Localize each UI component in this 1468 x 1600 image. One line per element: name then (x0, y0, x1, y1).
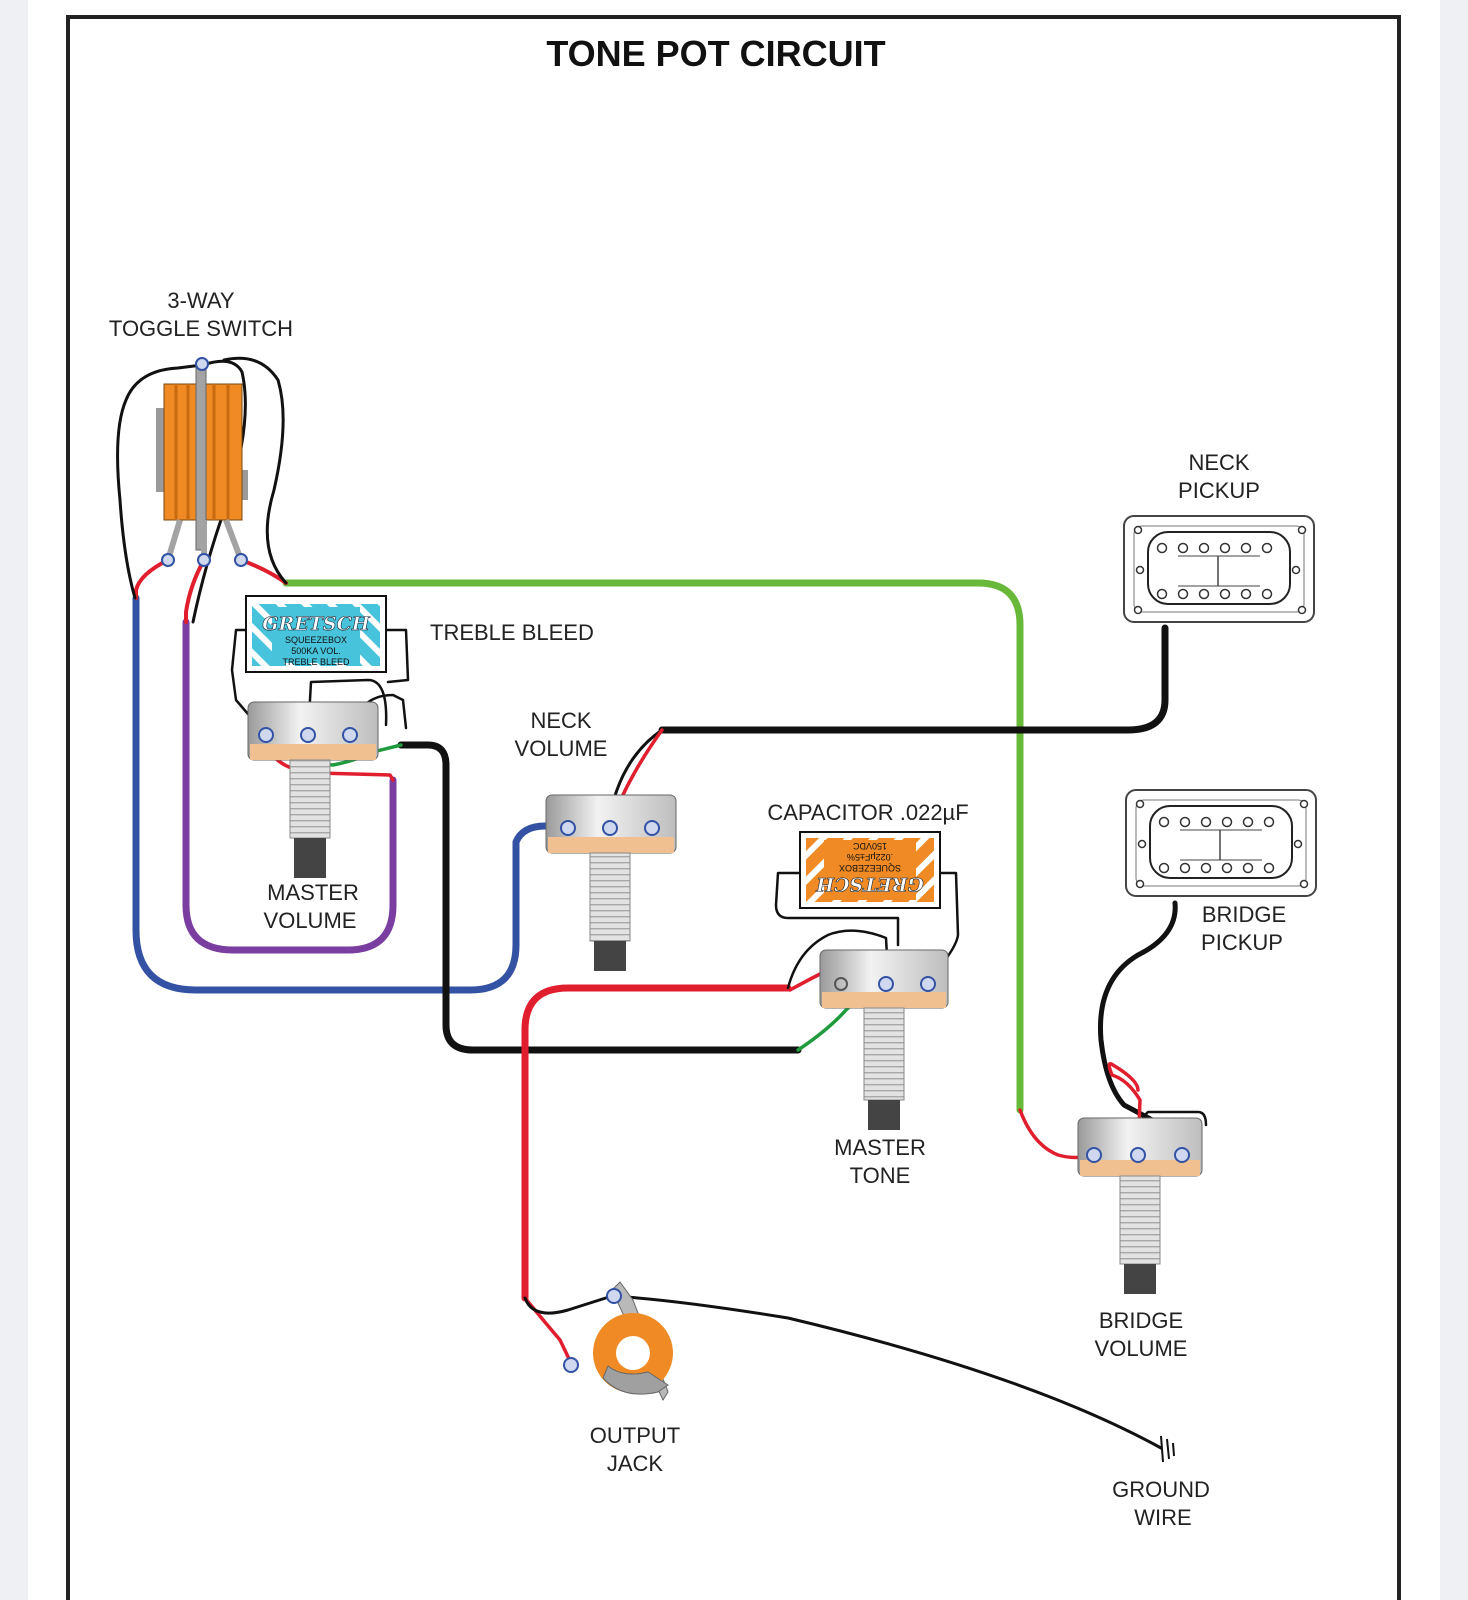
bridge-pickup-label-line1: BRIDGE (1202, 902, 1286, 927)
treble-bleed-brand: GRETSCH (262, 613, 370, 635)
page-title: TONE POT CIRCUIT (546, 33, 885, 74)
bridge-pickup-black-wire (1097, 900, 1178, 1125)
master-tone-label-line1: MASTER (834, 1135, 926, 1160)
diagram-page: TONE POT CIRCUIT (28, 0, 1440, 1600)
ground-label-line1: GROUND (1112, 1477, 1210, 1502)
neck-pickup (1123, 515, 1315, 623)
master-black-wire (397, 741, 802, 1054)
master-volume-label-line1: MASTER (267, 880, 359, 905)
neck-volume-label-line1: NECK (530, 708, 591, 733)
master-tone-pot (819, 949, 949, 1130)
ground-wire (610, 1294, 1163, 1450)
bridge-volume-pot (1077, 1117, 1203, 1294)
output-red-wire (521, 984, 792, 1302)
capacitor-line3: 150VDC (852, 841, 887, 851)
neck-volume-pot (545, 794, 677, 971)
bridge-pickup (1125, 789, 1317, 897)
purple-wire (182, 618, 397, 954)
treble-bleed-line3: TREBLE BLEED (282, 657, 350, 667)
treble-bleed-label: TREBLE BLEED (430, 620, 594, 645)
output-jack-label-line2: JACK (607, 1451, 664, 1476)
treble-bleed-line2: 500KA VOL. (291, 646, 341, 656)
bridge-volume-label-line2: VOLUME (1095, 1336, 1188, 1361)
capacitor-brand: GRETSCH (815, 873, 923, 895)
neck-pickup-label-line1: NECK (1188, 450, 1249, 475)
master-tone-label-line2: TONE (850, 1163, 911, 1188)
master-volume-label-line2: VOLUME (264, 908, 357, 933)
diagram-frame (66, 15, 1401, 1600)
toggle-switch (156, 357, 248, 567)
capacitor-line2: .022µF±5% (847, 852, 893, 862)
master-volume-pot (247, 701, 379, 878)
toggle-label-line2: TOGGLE SWITCH (109, 316, 293, 341)
neck-volume-label-line2: VOLUME (515, 736, 608, 761)
bridge-volume-label-line1: BRIDGE (1099, 1308, 1183, 1333)
neck-pickup-black-wire (658, 624, 1169, 734)
neck-pickup-label-line2: PICKUP (1178, 478, 1260, 503)
blue-wire (132, 594, 552, 994)
toggle-label-line1: 3-WAY (167, 288, 235, 313)
treble-bleed-part: GRETSCH SQUEEZEBOX 500KA VOL. TREBLE BLE… (245, 595, 387, 673)
wiring-diagram: TONE POT CIRCUIT (66, 15, 1401, 1600)
green-wire (282, 579, 1024, 1114)
ground-symbol (1160, 1435, 1175, 1463)
output-jack (563, 1281, 673, 1402)
capacitor-line1: SQUEEZEBOX (839, 863, 901, 873)
capacitor-part: GRETSCH SQUEEZEBOX .022µF±5% 150VDC (799, 831, 941, 909)
bridge-pickup-label-line2: PICKUP (1201, 930, 1283, 955)
ground-label-line2: WIRE (1134, 1505, 1191, 1530)
treble-bleed-line1: SQUEEZEBOX (285, 635, 347, 645)
capacitor-label: CAPACITOR .022µF (767, 800, 968, 825)
output-jack-label-line1: OUTPUT (590, 1423, 680, 1448)
